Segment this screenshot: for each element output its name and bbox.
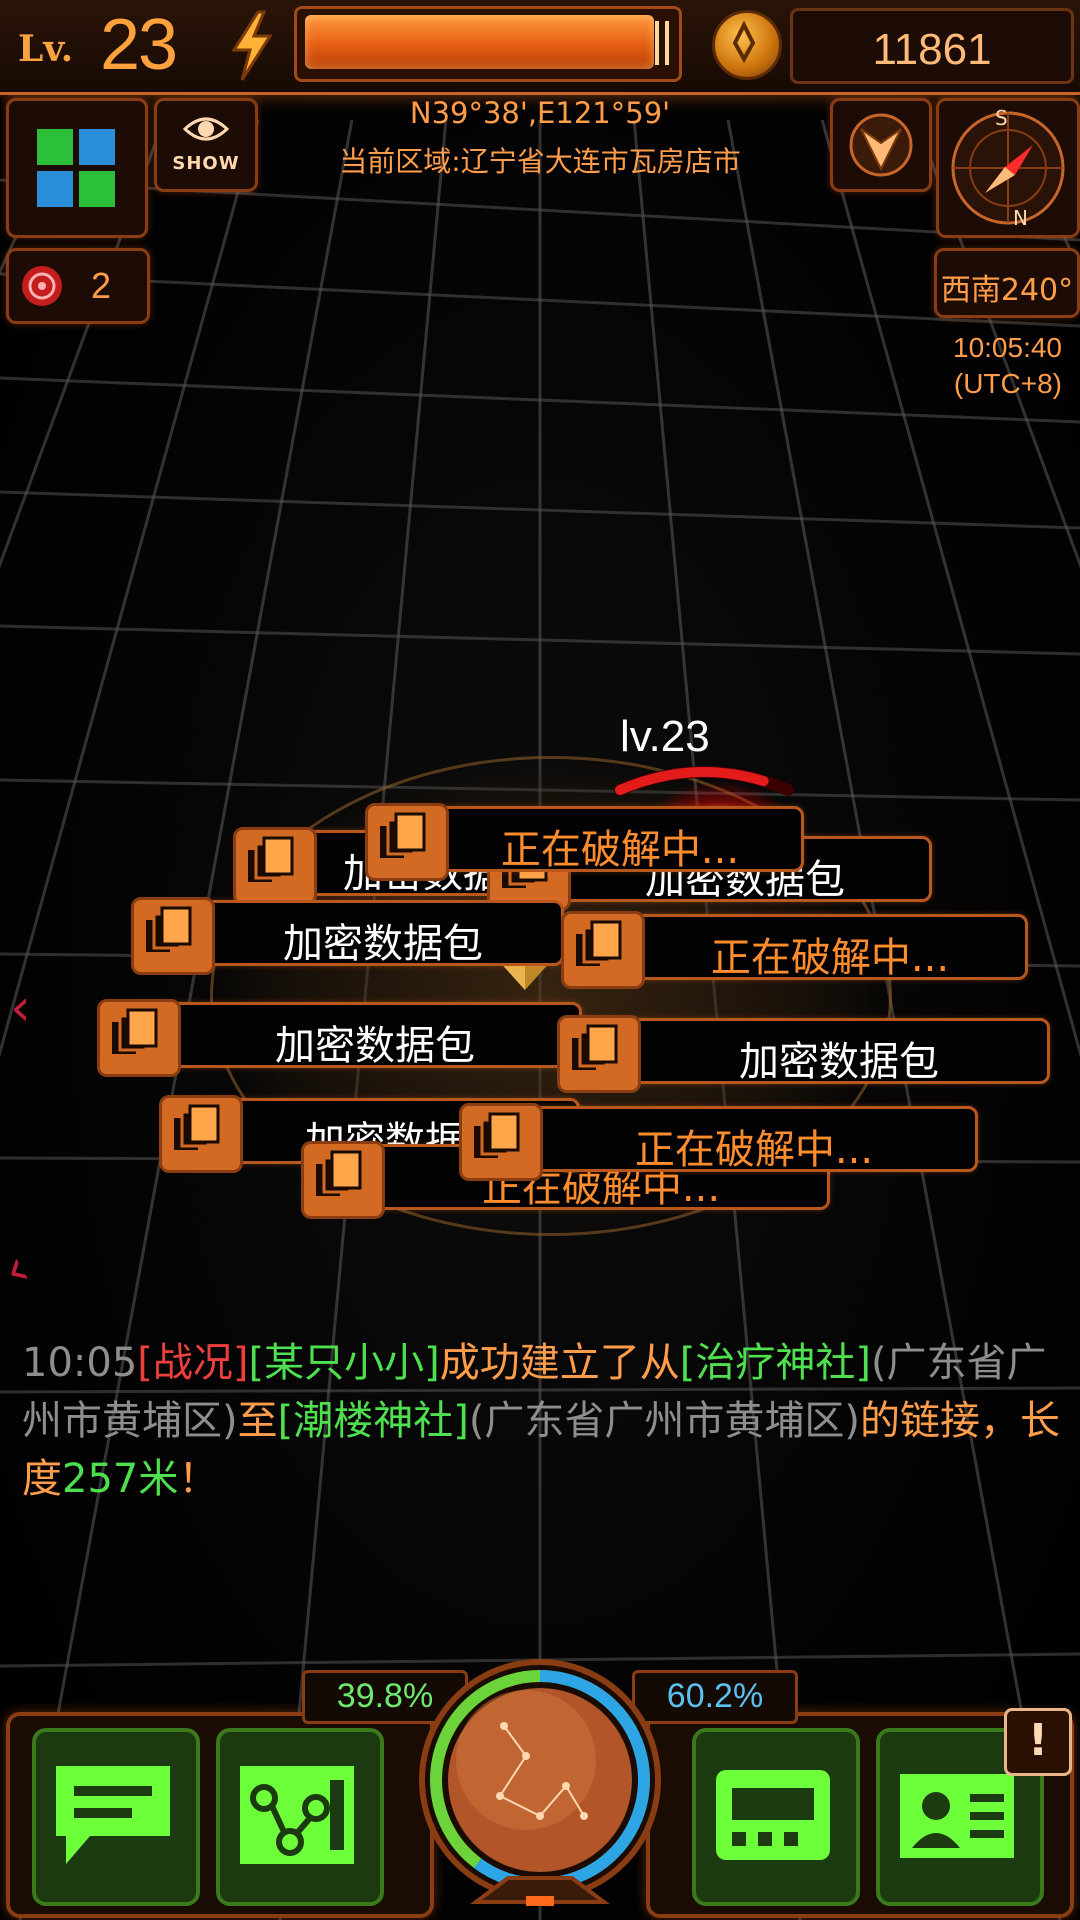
top-hud: Lv. 23 11861 — [0, 0, 1080, 95]
edge-arrow-left[interactable]: ‹ — [10, 978, 31, 1038]
portal-health-bar — [614, 766, 794, 796]
packet-icon — [561, 911, 645, 989]
coordinates: N39°38',E121°59' — [409, 96, 671, 130]
level-label: Lv. — [18, 28, 74, 70]
current-region: 当前区域:辽宁省大连市瓦房店市 — [339, 145, 741, 178]
coin-balance: 11861 — [790, 8, 1074, 84]
grid-line — [0, 272, 1080, 328]
layer-tile — [37, 171, 73, 207]
packet-icon — [233, 827, 317, 905]
compass-button[interactable]: S N — [936, 98, 1080, 238]
packet-label: 正在破解中... — [500, 827, 740, 873]
show-button[interactable]: SHOW — [154, 98, 258, 192]
device-icon — [716, 1770, 830, 1860]
device-button[interactable] — [692, 1728, 860, 1906]
log-time: 10:05 — [22, 1340, 138, 1386]
lightning-icon — [231, 10, 273, 81]
packet-label: 正在破解中... — [710, 935, 950, 981]
network-button[interactable] — [216, 1728, 384, 1906]
packet-icon — [97, 999, 181, 1077]
packet-item[interactable]: 加密数据包 — [97, 999, 582, 1077]
packet-label: 正在破解中... — [634, 1127, 874, 1173]
log-to-location: (广东省广州市黄埔区) — [468, 1398, 861, 1444]
grid-line — [0, 490, 1080, 530]
grid-line — [0, 119, 166, 569]
target-counter[interactable]: 2 — [6, 248, 150, 324]
clock-time: 10:05:40 — [953, 332, 1062, 363]
compass-n: N — [1013, 206, 1028, 230]
layer-tile — [79, 171, 115, 207]
bottom-hud — [0, 1700, 1080, 1920]
layer-tile — [79, 129, 115, 165]
log-player[interactable]: [某只小小] — [248, 1340, 440, 1386]
grid-line — [0, 624, 1080, 656]
clock-timezone: (UTC+8) — [953, 368, 1062, 399]
packet-item[interactable]: 加密数据包 — [557, 1015, 1050, 1093]
log-from-location: (广东省广州市黄埔区) — [22, 1340, 1047, 1444]
energy-bar — [294, 6, 682, 82]
log-from-portal[interactable]: [治疗神社] — [679, 1340, 871, 1386]
clock: 10:05:40 (UTC+8) — [953, 330, 1062, 402]
grid-line — [0, 1386, 1080, 1394]
coin-value: 11861 — [872, 25, 992, 74]
packet-icon — [131, 897, 215, 975]
grid-line — [0, 376, 1080, 424]
show-label: SHOW — [172, 153, 240, 174]
heading-display: 西南240° — [934, 248, 1080, 318]
player-level: 23 — [100, 5, 178, 85]
log-text: 的链接，长度 — [22, 1398, 1061, 1502]
log-text: 成功建立了从 — [439, 1340, 680, 1386]
heading-value: 西南240° — [940, 273, 1074, 308]
bottom-left-panel — [6, 1712, 434, 1918]
log-length: 257米 — [62, 1456, 179, 1502]
profile-button[interactable] — [876, 1728, 1044, 1906]
log-text: 至 — [237, 1398, 278, 1444]
packet-icon — [365, 803, 449, 881]
grid-line — [820, 119, 1080, 1058]
packet-icon — [459, 1103, 543, 1181]
packet-icon — [557, 1015, 641, 1093]
faction-icon — [849, 113, 913, 177]
event-log: 10:05[战况][某只小小]成功建立了从[治疗神社] (广东省广州市黄埔区) 至[… — [22, 1334, 1062, 1508]
coin-icon[interactable] — [712, 10, 782, 80]
packet-icon — [159, 1095, 243, 1173]
packet-label: 加密数据包 — [275, 1023, 475, 1069]
network-icon — [240, 1766, 354, 1864]
layers-icon — [35, 127, 119, 211]
portal-level: lv.23 — [620, 712, 710, 761]
target-count: 2 — [91, 265, 112, 306]
packet-item[interactable]: 加密数据包 — [131, 897, 564, 975]
compass-s: S — [995, 106, 1008, 130]
chat-button[interactable] — [32, 1728, 200, 1906]
energy-bar-cap — [655, 21, 659, 65]
grid-line — [0, 119, 260, 1058]
bottom-right-panel — [646, 1712, 1074, 1918]
packet-label: 加密数据包 — [739, 1039, 939, 1085]
blue-team-percent: 60.2% — [632, 1670, 798, 1724]
target-icon — [22, 266, 62, 306]
layer-tile — [37, 129, 73, 165]
energy-bar-fill — [305, 15, 654, 69]
packet-item[interactable]: 正在破解中... — [459, 1103, 978, 1181]
log-text: ！ — [178, 1456, 219, 1502]
log-to-portal[interactable]: [潮楼神社] — [277, 1398, 469, 1444]
profile-icon — [900, 1774, 1014, 1858]
faction-button[interactable] — [830, 98, 932, 192]
packet-label: 加密数据包 — [283, 921, 483, 967]
compass-icon: S N — [951, 106, 1065, 230]
packet-item[interactable]: 正在破解中... — [561, 911, 1028, 989]
alert-button[interactable]: ! — [1004, 1708, 1072, 1776]
eye-icon — [183, 117, 229, 141]
packet-icon — [301, 1141, 385, 1219]
layers-button[interactable] — [6, 98, 148, 238]
log-tag: [战况] — [137, 1340, 249, 1386]
packet-item[interactable]: 正在破解中... — [365, 803, 804, 881]
chat-icon — [56, 1766, 170, 1864]
globe-button[interactable] — [416, 1656, 664, 1920]
